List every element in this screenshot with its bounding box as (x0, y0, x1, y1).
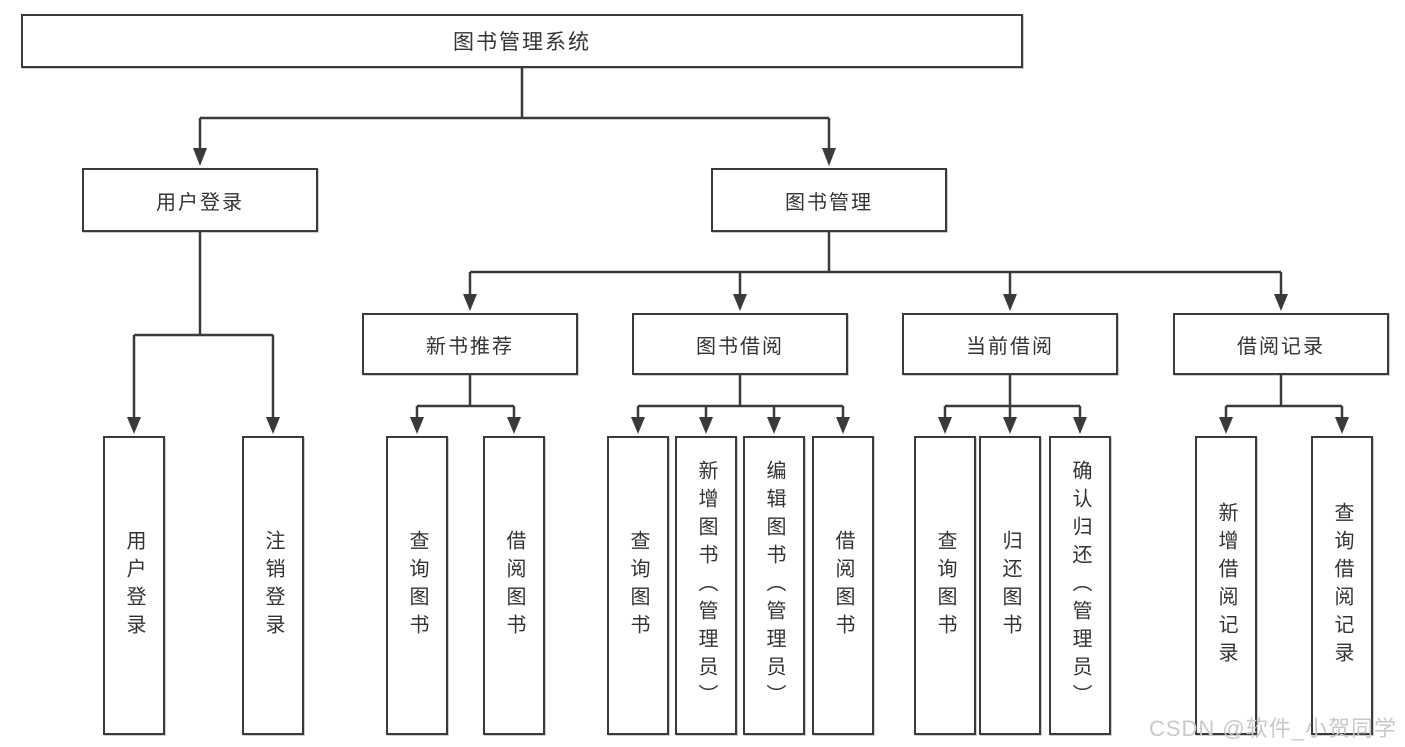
node-root-system: 图书管理系统 (21, 14, 1023, 68)
leaf-query-book-borrow: 查询图书 (607, 436, 669, 735)
leaf-logout: 注销登录 (242, 436, 304, 735)
node-book-borrow: 图书借阅 (632, 313, 848, 375)
leaf-borrow-book: 借阅图书 (812, 436, 874, 735)
leaf-edit-book-admin: 编辑图书（管理员） (743, 436, 805, 735)
node-current-borrow: 当前借阅 (902, 313, 1118, 375)
node-new-book-recommend: 新书推荐 (362, 313, 578, 375)
node-user-login-branch: 用户登录 (82, 168, 318, 232)
node-book-management-branch: 图书管理 (711, 168, 947, 232)
leaf-add-borrow-record: 新增借阅记录 (1195, 436, 1257, 735)
leaf-query-borrow-record: 查询借阅记录 (1311, 436, 1373, 735)
arrowheads (127, 148, 1349, 434)
node-borrow-record: 借阅记录 (1173, 313, 1389, 375)
leaf-user-login: 用户登录 (103, 436, 165, 735)
leaf-confirm-return-admin: 确认归还（管理员） (1049, 436, 1111, 735)
leaf-return-book: 归还图书 (979, 436, 1041, 735)
leaf-query-book-current: 查询图书 (914, 436, 976, 735)
leaf-borrow-book-recommend: 借阅图书 (483, 436, 545, 735)
leaf-add-book-admin: 新增图书（管理员） (675, 436, 737, 735)
leaf-query-book-recommend: 查询图书 (386, 436, 448, 735)
